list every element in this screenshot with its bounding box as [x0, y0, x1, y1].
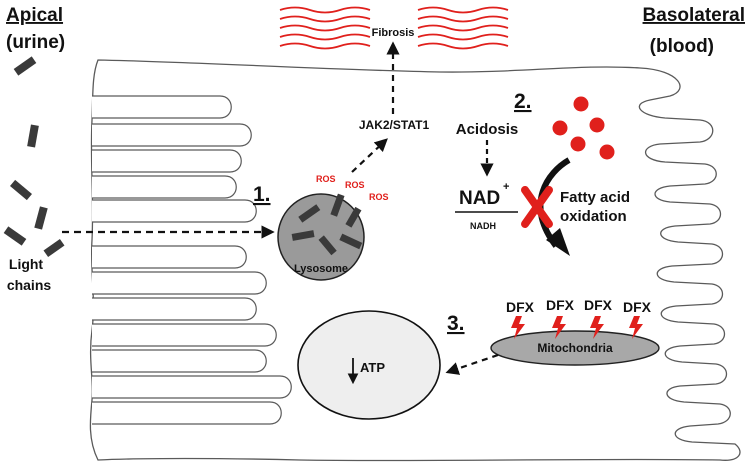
mitochondria: [490, 330, 660, 366]
acidosis-label: Acidosis: [456, 121, 519, 138]
lightning-bolt-icon: [552, 316, 566, 339]
dfx-label-4: DFX: [623, 299, 652, 315]
dfx-label-1: DFX: [506, 299, 535, 315]
atp-compartment: [297, 310, 441, 420]
step-3-label: 3.: [447, 312, 465, 335]
fatty-acids: [552, 96, 615, 160]
apical-microvilli: [92, 95, 292, 425]
step-1-label: 1.: [253, 183, 271, 206]
lightning-bolt-icon: [511, 316, 525, 339]
mitochondria-label: Mitochondria: [537, 341, 613, 355]
fatty-acid-oxidation-arrow: [537, 157, 571, 248]
apical-sublabel: (urine): [6, 32, 65, 53]
dfx-label-2: DFX: [546, 297, 575, 313]
fatty-acid-label-1: Fatty acid: [560, 189, 630, 206]
ros-label-1: ROS: [316, 174, 336, 184]
red-x-icon: [521, 186, 553, 228]
nad-superscript: +: [503, 181, 509, 193]
fibrosis-label: Fibrosis: [372, 27, 415, 39]
jak-stat-label: JAK2/STAT1: [359, 118, 430, 132]
ros-label-2: ROS: [345, 180, 365, 190]
light-chains-label-1: Light: [9, 256, 44, 272]
nadh-label: NADH: [470, 221, 496, 231]
ros-signaling-arrow: [351, 138, 388, 173]
lysosome: [277, 193, 365, 281]
fatty-acid-label-2: oxidation: [560, 208, 627, 225]
lightning-bolt-icon: [590, 316, 604, 339]
lightning-bolt-icons: [511, 316, 643, 339]
basolateral-sublabel: (blood): [650, 36, 714, 57]
apical-label: Apical: [6, 5, 63, 26]
nad-label: NAD: [459, 188, 500, 209]
lightning-bolt-icon: [629, 316, 643, 339]
fibrosis-fibers: [279, 6, 509, 50]
atp-arrow: [445, 353, 499, 375]
step-2-label: 2.: [514, 90, 532, 113]
lysosome-label: Lysosome: [294, 263, 348, 275]
light-chains-label-2: chains: [7, 277, 52, 293]
lysosome-light-chains: [291, 193, 363, 256]
atp-label: ATP: [360, 360, 385, 375]
ros-label-3: ROS: [369, 192, 389, 202]
free-light-chains: [3, 56, 65, 258]
dfx-label-3: DFX: [584, 297, 613, 313]
basolateral-label: Basolateral: [643, 5, 745, 26]
